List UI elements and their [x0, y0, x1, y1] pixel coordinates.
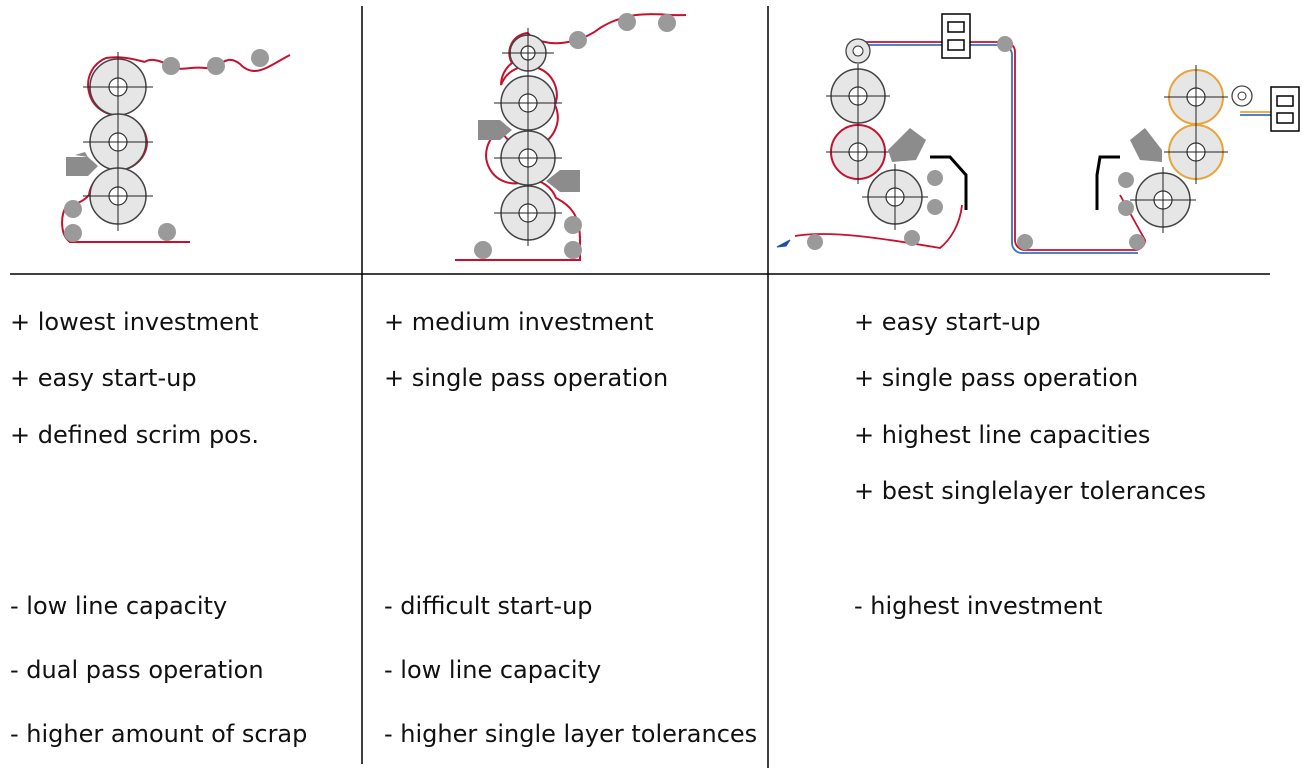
column-3-frames	[941, 13, 1300, 132]
column-3-pro-3: + highest line capacities	[854, 421, 1151, 449]
column-1-rolls	[83, 52, 153, 231]
column-1-pro-2: + easy start-up	[10, 364, 197, 392]
column-2-con-3: - higher single layer tolerances	[384, 720, 758, 748]
column-1-die	[66, 157, 98, 176]
column-3-left-rolls	[826, 38, 928, 230]
column-1-pro-1: + lowest investment	[10, 308, 259, 336]
column-2-con-1: - difficult start-up	[384, 592, 593, 620]
column-3-dies	[888, 128, 1162, 162]
column-2-die-left	[478, 120, 512, 140]
column-1-idlers	[64, 49, 269, 242]
column-2-rolls	[494, 28, 562, 246]
column-1-die-tip	[75, 152, 88, 157]
column-3-guards	[930, 155, 1120, 210]
column-3-pro-2: + single pass operation	[854, 364, 1139, 392]
column-2-con-2: - low line capacity	[384, 656, 602, 684]
column-3-pro-4: + best singlelayer tolerances	[854, 477, 1206, 505]
column-1-con-1: - low line capacity	[10, 592, 228, 620]
column-3-pro-1: + easy start-up	[854, 308, 1041, 336]
column-1-pro-3: + defined scrim pos.	[10, 421, 259, 449]
column-3-right-rolls	[1130, 65, 1253, 233]
column-2-die-right	[546, 170, 580, 192]
column-2-pro-1: + medium investment	[384, 308, 654, 336]
column-2-idlers	[474, 13, 676, 259]
column-3-idlers	[807, 36, 1145, 250]
column-2-pro-2: + single pass operation	[384, 364, 669, 392]
column-3-con-1: - highest investment	[854, 592, 1103, 620]
column-1-con-3: - higher amount of scrap	[10, 720, 308, 748]
column-3-feed-arrow	[776, 239, 791, 248]
column-1-con-2: - dual pass operation	[10, 656, 264, 684]
